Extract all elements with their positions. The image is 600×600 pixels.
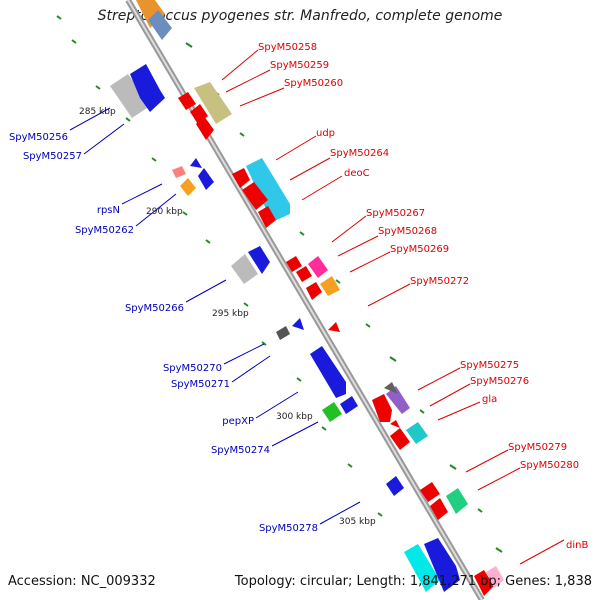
gene-block (320, 276, 340, 296)
gene-block (420, 482, 440, 502)
gene-features-left (110, 0, 460, 592)
gene-labels-left: SpyM50256 SpyM50257 rpsN SpyM50262 SpyM5… (9, 132, 318, 534)
kbp-label-295: 295 kbp (212, 309, 249, 319)
gene-label: pepXP (222, 416, 254, 427)
gene-label: SpyM50268 (378, 226, 437, 237)
gene-block (148, 10, 172, 40)
gene-block (386, 476, 404, 496)
gene-label: dinB (566, 540, 588, 551)
gene-block (190, 158, 202, 168)
gene-label: SpyM50266 (125, 303, 184, 314)
leader-lines-left (69, 107, 361, 525)
gene-block (172, 166, 186, 178)
gene-block (310, 346, 346, 398)
gene-block (286, 256, 302, 272)
gene-label: gla (482, 394, 497, 405)
gene-block (296, 266, 312, 282)
gene-block (232, 168, 250, 188)
gene-block (386, 386, 410, 414)
gene-block (231, 254, 258, 284)
gene-label: SpyM50272 (410, 276, 469, 287)
gene-label: SpyM50274 (211, 445, 270, 456)
gene-block (340, 396, 358, 414)
gene-label: SpyM50257 (23, 151, 82, 162)
gene-features-right (178, 82, 504, 596)
kbp-label-305: 305 kbp (339, 517, 376, 527)
gene-label: SpyM50275 (460, 360, 519, 371)
topology-text: Topology: circular; Length: 1,841,271 bp… (234, 574, 592, 589)
gene-block (322, 402, 342, 422)
gene-block (446, 488, 468, 514)
gene-block (196, 116, 214, 140)
gene-block (328, 322, 340, 332)
gene-block (258, 206, 276, 228)
kbp-labels: 285 kbp 290 kbp 295 kbp 300 kbp 305 kbp (79, 107, 376, 527)
kbp-label-300: 300 kbp (276, 412, 313, 422)
gene-label: SpyM50264 (330, 148, 389, 159)
gene-block (248, 246, 270, 274)
gene-label: SpyM50262 (75, 225, 134, 236)
gene-labels-right: SpyM50258 SpyM50259 SpyM50260 udp SpyM50… (258, 42, 588, 551)
gene-label: SpyM50276 (470, 376, 529, 387)
gene-label: SpyM50259 (270, 60, 329, 71)
gene-label: SpyM50271 (171, 379, 230, 390)
gene-block (486, 566, 504, 588)
map-title: Streptococcus pyogenes str. Manfredo, co… (97, 8, 503, 24)
kbp-label-285: 285 kbp (79, 107, 116, 117)
kbp-label-290: 290 kbp (146, 207, 183, 217)
gene-label: SpyM50270 (163, 363, 222, 374)
gene-block (292, 318, 304, 330)
gene-label: deoC (344, 168, 370, 179)
gene-block (246, 158, 290, 222)
gene-block (390, 428, 410, 450)
gene-block (194, 82, 232, 124)
gene-block (406, 422, 428, 444)
gene-block (180, 178, 196, 196)
gene-label: SpyM50260 (284, 78, 343, 89)
gene-block (424, 538, 460, 592)
gene-label: SpyM50269 (390, 244, 449, 255)
gene-block (404, 544, 440, 592)
gene-block (198, 168, 214, 190)
gene-block (242, 182, 268, 210)
gene-block (276, 326, 290, 340)
gene-label: SpyM50256 (9, 132, 68, 143)
gene-block (306, 282, 322, 300)
gene-label: SpyM50258 (258, 42, 317, 53)
gene-block (136, 0, 165, 28)
accession-text: Accession: NC_009332 (8, 574, 156, 589)
gene-block (178, 92, 196, 110)
gene-block (474, 570, 494, 596)
gene-block (390, 420, 400, 428)
gene-label: SpyM50279 (508, 442, 567, 453)
gene-block (308, 256, 328, 278)
gene-label: SpyM50278 (259, 523, 318, 534)
gene-block (384, 382, 398, 394)
gene-label: udp (316, 128, 335, 139)
gene-block (110, 74, 150, 118)
gene-label: SpyM50280 (520, 460, 579, 471)
gene-block (372, 394, 392, 422)
gene-label: rpsN (97, 205, 120, 216)
leader-lines-right (221, 49, 565, 565)
gene-label: SpyM50267 (366, 208, 425, 219)
gene-block (430, 498, 448, 520)
gene-block (130, 64, 165, 112)
